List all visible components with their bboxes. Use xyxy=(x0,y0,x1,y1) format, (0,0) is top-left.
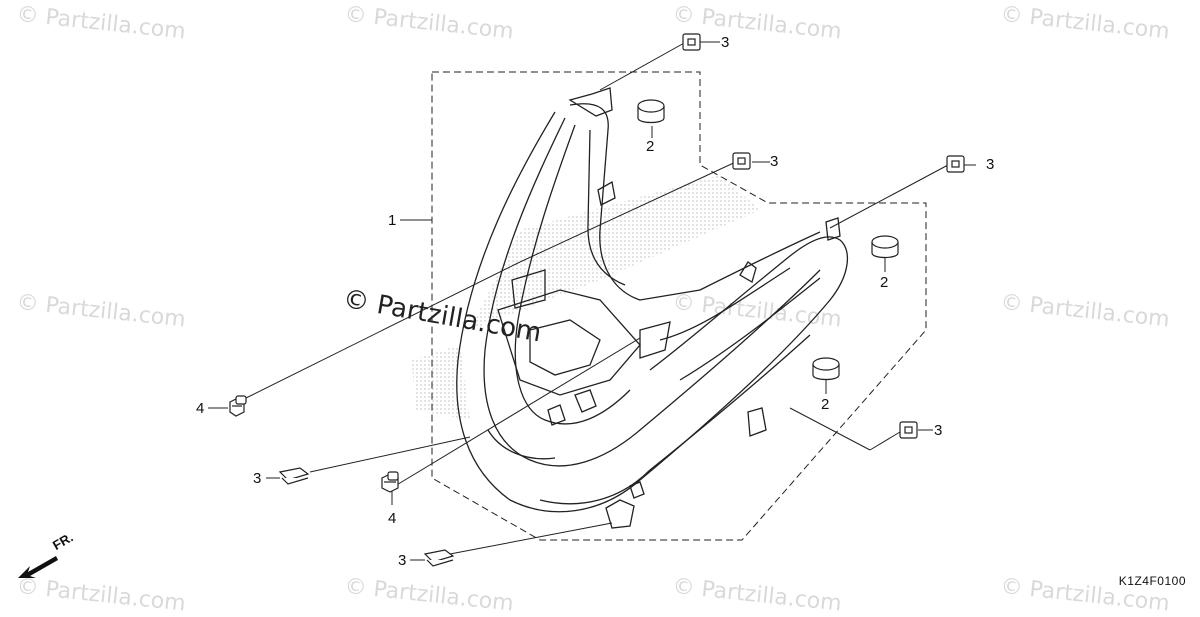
clip-nut-part-3 xyxy=(946,155,965,173)
stipple-area xyxy=(470,175,760,330)
clip-nut-part-3 xyxy=(682,33,701,51)
callout-3: 3 xyxy=(770,153,779,170)
clip-nut-part-3 xyxy=(423,549,455,567)
clip-nut-part-3 xyxy=(278,467,310,485)
leader-lines xyxy=(208,41,976,561)
diagram-drawing xyxy=(18,33,976,578)
callout-4: 4 xyxy=(388,510,397,527)
callout-2: 2 xyxy=(646,138,655,155)
bushing-part-2 xyxy=(871,235,899,259)
bushing-part-2 xyxy=(812,357,840,381)
diagram-code: K1Z4F0100 xyxy=(1118,574,1186,588)
assembly-dashed-outline xyxy=(431,71,927,541)
bolt-part-4 xyxy=(229,395,247,417)
callout-3: 3 xyxy=(253,470,262,487)
callout-3: 3 xyxy=(986,156,995,173)
parts-diagram: © Partzilla.com © Partzilla.com © Partzi… xyxy=(15,2,1186,617)
callout-3: 3 xyxy=(398,552,407,569)
stipple-area xyxy=(412,345,470,420)
clip-nut-part-3 xyxy=(732,152,751,170)
callout-2: 2 xyxy=(880,274,889,291)
callout-4: 4 xyxy=(196,400,205,417)
callout-2: 2 xyxy=(821,396,830,413)
headlight-housing xyxy=(456,87,849,529)
callout-1: 1 xyxy=(388,212,397,229)
clip-nut-part-3 xyxy=(899,421,918,439)
front-direction-arrow-icon xyxy=(18,556,58,578)
callout-3: 3 xyxy=(934,422,943,439)
bolt-part-4 xyxy=(381,471,399,493)
callout-3: 3 xyxy=(721,34,730,51)
bushing-part-2 xyxy=(637,99,665,124)
